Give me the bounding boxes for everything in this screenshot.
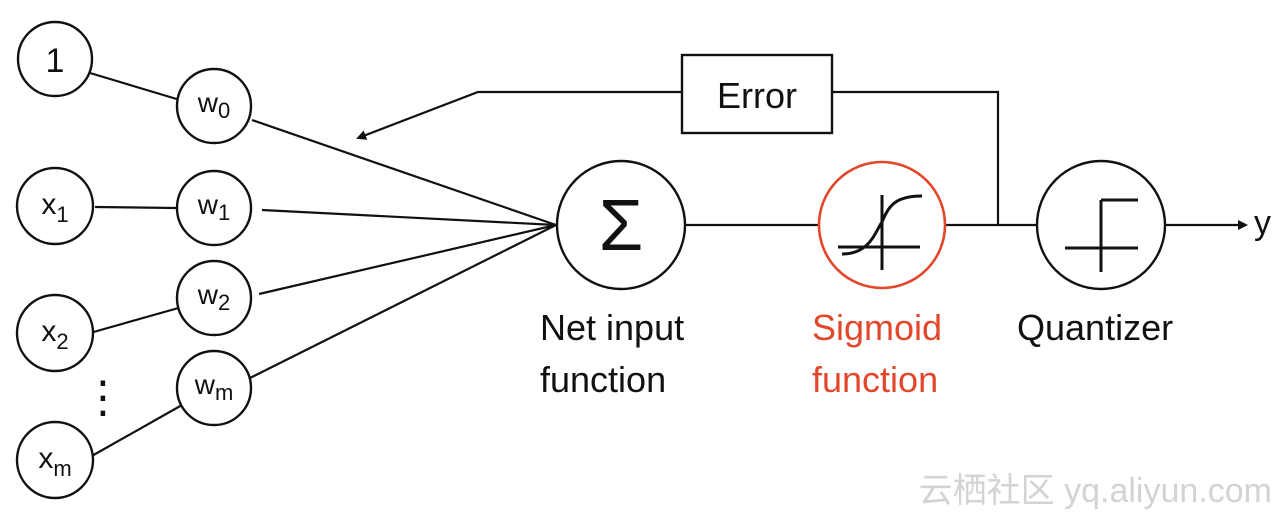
weight-node-wm: wm <box>175 349 253 427</box>
weight-label-w0: w0 <box>197 87 230 123</box>
input-label-bias: 1 <box>46 42 65 80</box>
sigmoid-label-line2: function <box>812 359 938 400</box>
weight-node-w2: w2 <box>175 259 253 337</box>
input-node-bias: 1 <box>16 20 94 98</box>
weight-node-w1: w1 <box>175 169 253 247</box>
sigmoid-label-line1: Sigmoid <box>812 307 942 348</box>
watermark: 云栖社区 yq.aliyun.com <box>919 472 1272 510</box>
output-label: y <box>1254 204 1271 242</box>
input-node-x1: x1 <box>15 166 95 246</box>
quantizer-label: Quantizer <box>1017 307 1173 348</box>
edge-xm-wm <box>89 404 183 458</box>
edge-x2-w2 <box>89 305 183 335</box>
weight-label-w1: w1 <box>197 189 230 225</box>
edge-w1-sum <box>261 208 557 227</box>
input-label-x1: x1 <box>41 188 68 227</box>
edge-wm-sum <box>249 224 557 379</box>
quantizer-node <box>1035 159 1167 291</box>
net-input-label-line1: Net input <box>540 307 684 348</box>
net-input-node: Σ <box>555 159 687 291</box>
error-to-weights-arrow <box>356 90 682 140</box>
sigmoid-curve-icon <box>841 194 923 256</box>
input-label-xm: xm <box>38 442 71 481</box>
net-input-label-line2: function <box>540 359 666 400</box>
input-label-x2: x2 <box>41 315 68 354</box>
error-box: Error <box>680 53 834 135</box>
input-node-xm: xm <box>15 420 95 500</box>
edge-x1-w1 <box>94 205 177 210</box>
weight-node-w0: w0 <box>175 67 253 145</box>
sigmoid-node <box>817 160 947 290</box>
edge-w2-sum <box>258 223 557 296</box>
input-node-x2: x2 <box>15 293 95 373</box>
error-label: Error <box>717 75 797 116</box>
edge-bias-w0 <box>89 71 181 102</box>
weight-label-w2: w2 <box>197 279 230 315</box>
sum-symbol: Σ <box>599 186 644 266</box>
ellipsis: ⋮ <box>81 373 125 422</box>
edge-w0-sum <box>251 118 557 227</box>
error-feedback-line <box>832 90 1000 225</box>
weight-label-wm: wm <box>194 369 234 405</box>
